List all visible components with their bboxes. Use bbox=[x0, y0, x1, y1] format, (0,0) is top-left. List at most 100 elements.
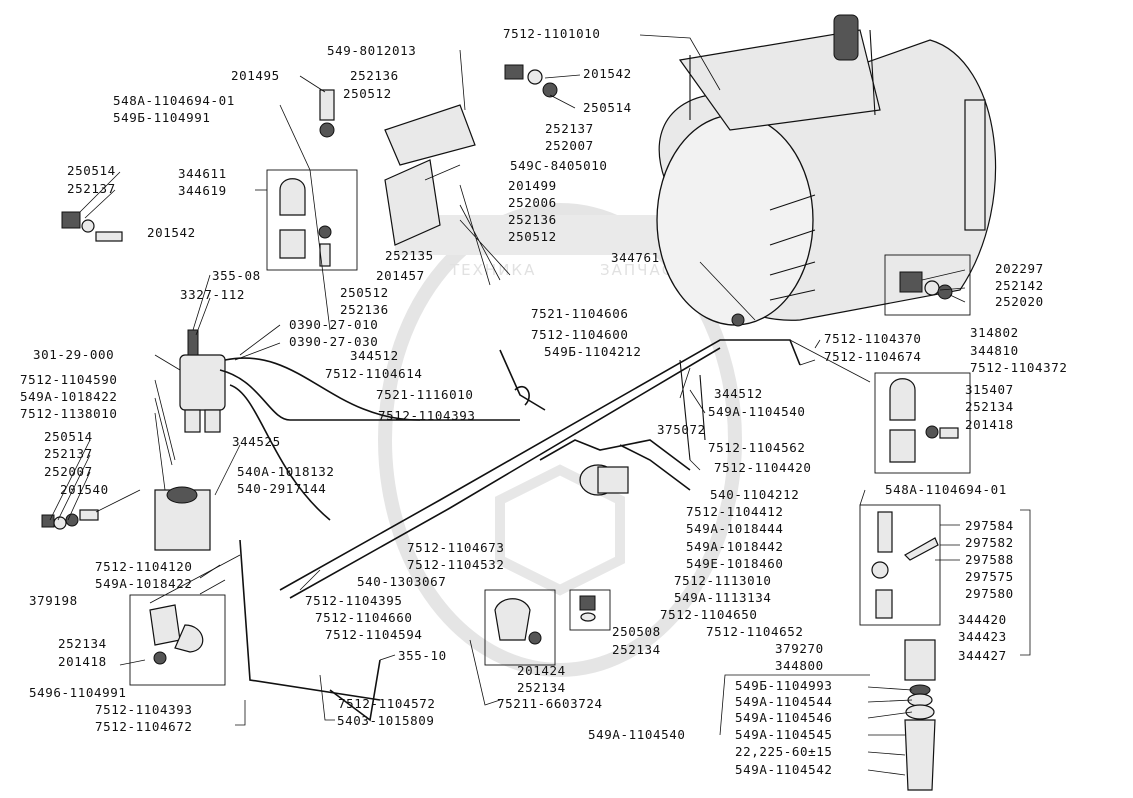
label-6: 201542 bbox=[583, 66, 632, 81]
label-2: 549-8012013 bbox=[327, 43, 416, 58]
label-103: 549A-1104546 bbox=[735, 710, 833, 725]
label-85: 7512-1104660 bbox=[315, 610, 413, 625]
label-27: 252020 bbox=[995, 294, 1044, 309]
label-71: 7512-1104673 bbox=[407, 540, 505, 555]
label-59: 252137 bbox=[44, 446, 93, 461]
label-113: 5403-1015809 bbox=[337, 713, 435, 728]
label-101: 549Б-1104993 bbox=[735, 678, 833, 693]
bracket-549-8012013 bbox=[319, 89, 476, 166]
label-24: 344761 bbox=[611, 250, 660, 265]
label-28: 355-08 bbox=[212, 268, 261, 283]
label-40: 344810 bbox=[970, 343, 1019, 358]
label-112: 7512-1104672 bbox=[95, 719, 193, 734]
bracket-75211-6603724 bbox=[484, 589, 556, 666]
label-95: 344427 bbox=[958, 648, 1007, 663]
label-76: 297584 bbox=[965, 518, 1014, 533]
label-100: 252134 bbox=[517, 680, 566, 695]
clamp-297584 bbox=[859, 504, 941, 626]
label-104: 5496-1104991 bbox=[29, 685, 127, 700]
label-108: 549A-1104545 bbox=[735, 727, 833, 742]
label-37: 7512-1104370 bbox=[824, 331, 922, 346]
label-8: 252137 bbox=[545, 121, 594, 136]
label-10: 548A-1104694-01 bbox=[113, 93, 235, 108]
label-1: 7512-1101010 bbox=[503, 26, 601, 41]
label-89: 250508 bbox=[612, 624, 661, 639]
label-73: 540-1303067 bbox=[357, 574, 446, 589]
label-110: 549A-1104540 bbox=[588, 727, 686, 742]
label-39: 314802 bbox=[970, 325, 1019, 340]
label-25: 202297 bbox=[995, 261, 1044, 276]
label-46: 7512-1104393 bbox=[378, 408, 476, 423]
label-15: 252136 bbox=[508, 212, 557, 227]
label-90: 252134 bbox=[612, 642, 661, 657]
label-44: 7512-1104614 bbox=[325, 366, 423, 381]
fastener-group-top bbox=[504, 64, 558, 98]
sediment-filter bbox=[41, 486, 211, 551]
label-43: 344512 bbox=[350, 348, 399, 363]
label-81: 7512-1104120 bbox=[95, 559, 193, 574]
label-33: 0390-27-030 bbox=[289, 334, 378, 349]
clamp-315407 bbox=[874, 372, 971, 474]
watermark-brand: ТЕХНИКА bbox=[449, 261, 536, 279]
label-4: 252136 bbox=[350, 68, 399, 83]
label-97: 201418 bbox=[58, 654, 107, 669]
label-48: 344512 bbox=[714, 386, 763, 401]
label-41: 7512-1104372 bbox=[970, 360, 1068, 375]
label-7: 250514 bbox=[583, 100, 632, 115]
label-50: 315407 bbox=[965, 382, 1014, 397]
label-64: 7512-1104420 bbox=[714, 460, 812, 475]
label-53: 7512-1104590 bbox=[20, 372, 118, 387]
label-94: 344423 bbox=[958, 629, 1007, 644]
label-35: 7512-1104600 bbox=[531, 327, 629, 342]
label-106: 7512-1104572 bbox=[338, 696, 436, 711]
label-58: 250514 bbox=[44, 429, 93, 444]
leader-lines bbox=[49, 34, 1031, 776]
label-54: 549A-1018422 bbox=[20, 389, 118, 404]
label-56: 7512-1104562 bbox=[708, 440, 806, 455]
label-11: 549Б-1104991 bbox=[113, 110, 211, 125]
label-84: 7512-1104395 bbox=[305, 593, 403, 608]
label-57: 344525 bbox=[232, 434, 281, 449]
valve-7512-1113010 bbox=[579, 464, 629, 496]
label-32: 0390-27-010 bbox=[289, 317, 378, 332]
label-45: 7521-1116010 bbox=[376, 387, 474, 402]
label-111: 549A-1104542 bbox=[735, 762, 833, 777]
label-17: 250514 bbox=[67, 163, 116, 178]
label-29: 3327-112 bbox=[180, 287, 245, 302]
label-91: 379270 bbox=[775, 641, 824, 656]
label-83: 379198 bbox=[29, 593, 78, 608]
label-65: 548A-1104694-01 bbox=[885, 482, 1007, 497]
label-82: 549A-1018422 bbox=[95, 576, 193, 591]
fuel-tank bbox=[656, 14, 997, 327]
label-9: 252007 bbox=[545, 138, 594, 153]
label-3: 201495 bbox=[231, 68, 280, 83]
label-60: 252007 bbox=[44, 464, 93, 479]
label-75: 549A-1113134 bbox=[674, 590, 772, 605]
label-36: 549Б-1104212 bbox=[544, 344, 642, 359]
clamp-5496-1104991 bbox=[129, 594, 226, 686]
label-61: 201540 bbox=[60, 482, 109, 497]
label-67: 7512-1104412 bbox=[686, 504, 784, 519]
label-31: 252136 bbox=[340, 302, 389, 317]
label-12: 549C-8405010 bbox=[510, 158, 608, 173]
label-22: 252135 bbox=[385, 248, 434, 263]
label-98: 355-10 bbox=[398, 648, 447, 663]
label-107: 75211-6603724 bbox=[497, 696, 603, 711]
label-102: 549A-1104544 bbox=[735, 694, 833, 709]
label-23: 201457 bbox=[376, 268, 425, 283]
label-74: 7512-1113010 bbox=[674, 573, 772, 588]
label-51: 252134 bbox=[965, 399, 1014, 414]
label-62: 540A-1018132 bbox=[237, 464, 335, 479]
coupling-assembly bbox=[904, 639, 936, 791]
fastener-250508 bbox=[569, 589, 611, 631]
label-38: 7512-1104674 bbox=[824, 349, 922, 364]
fastener-group-left bbox=[61, 211, 123, 242]
label-30: 250512 bbox=[340, 285, 389, 300]
label-52: 201418 bbox=[965, 417, 1014, 432]
label-77: 297582 bbox=[965, 535, 1014, 550]
label-47: 375072 bbox=[657, 422, 706, 437]
label-99: 201424 bbox=[517, 663, 566, 678]
label-66: 540-1104212 bbox=[710, 487, 799, 502]
